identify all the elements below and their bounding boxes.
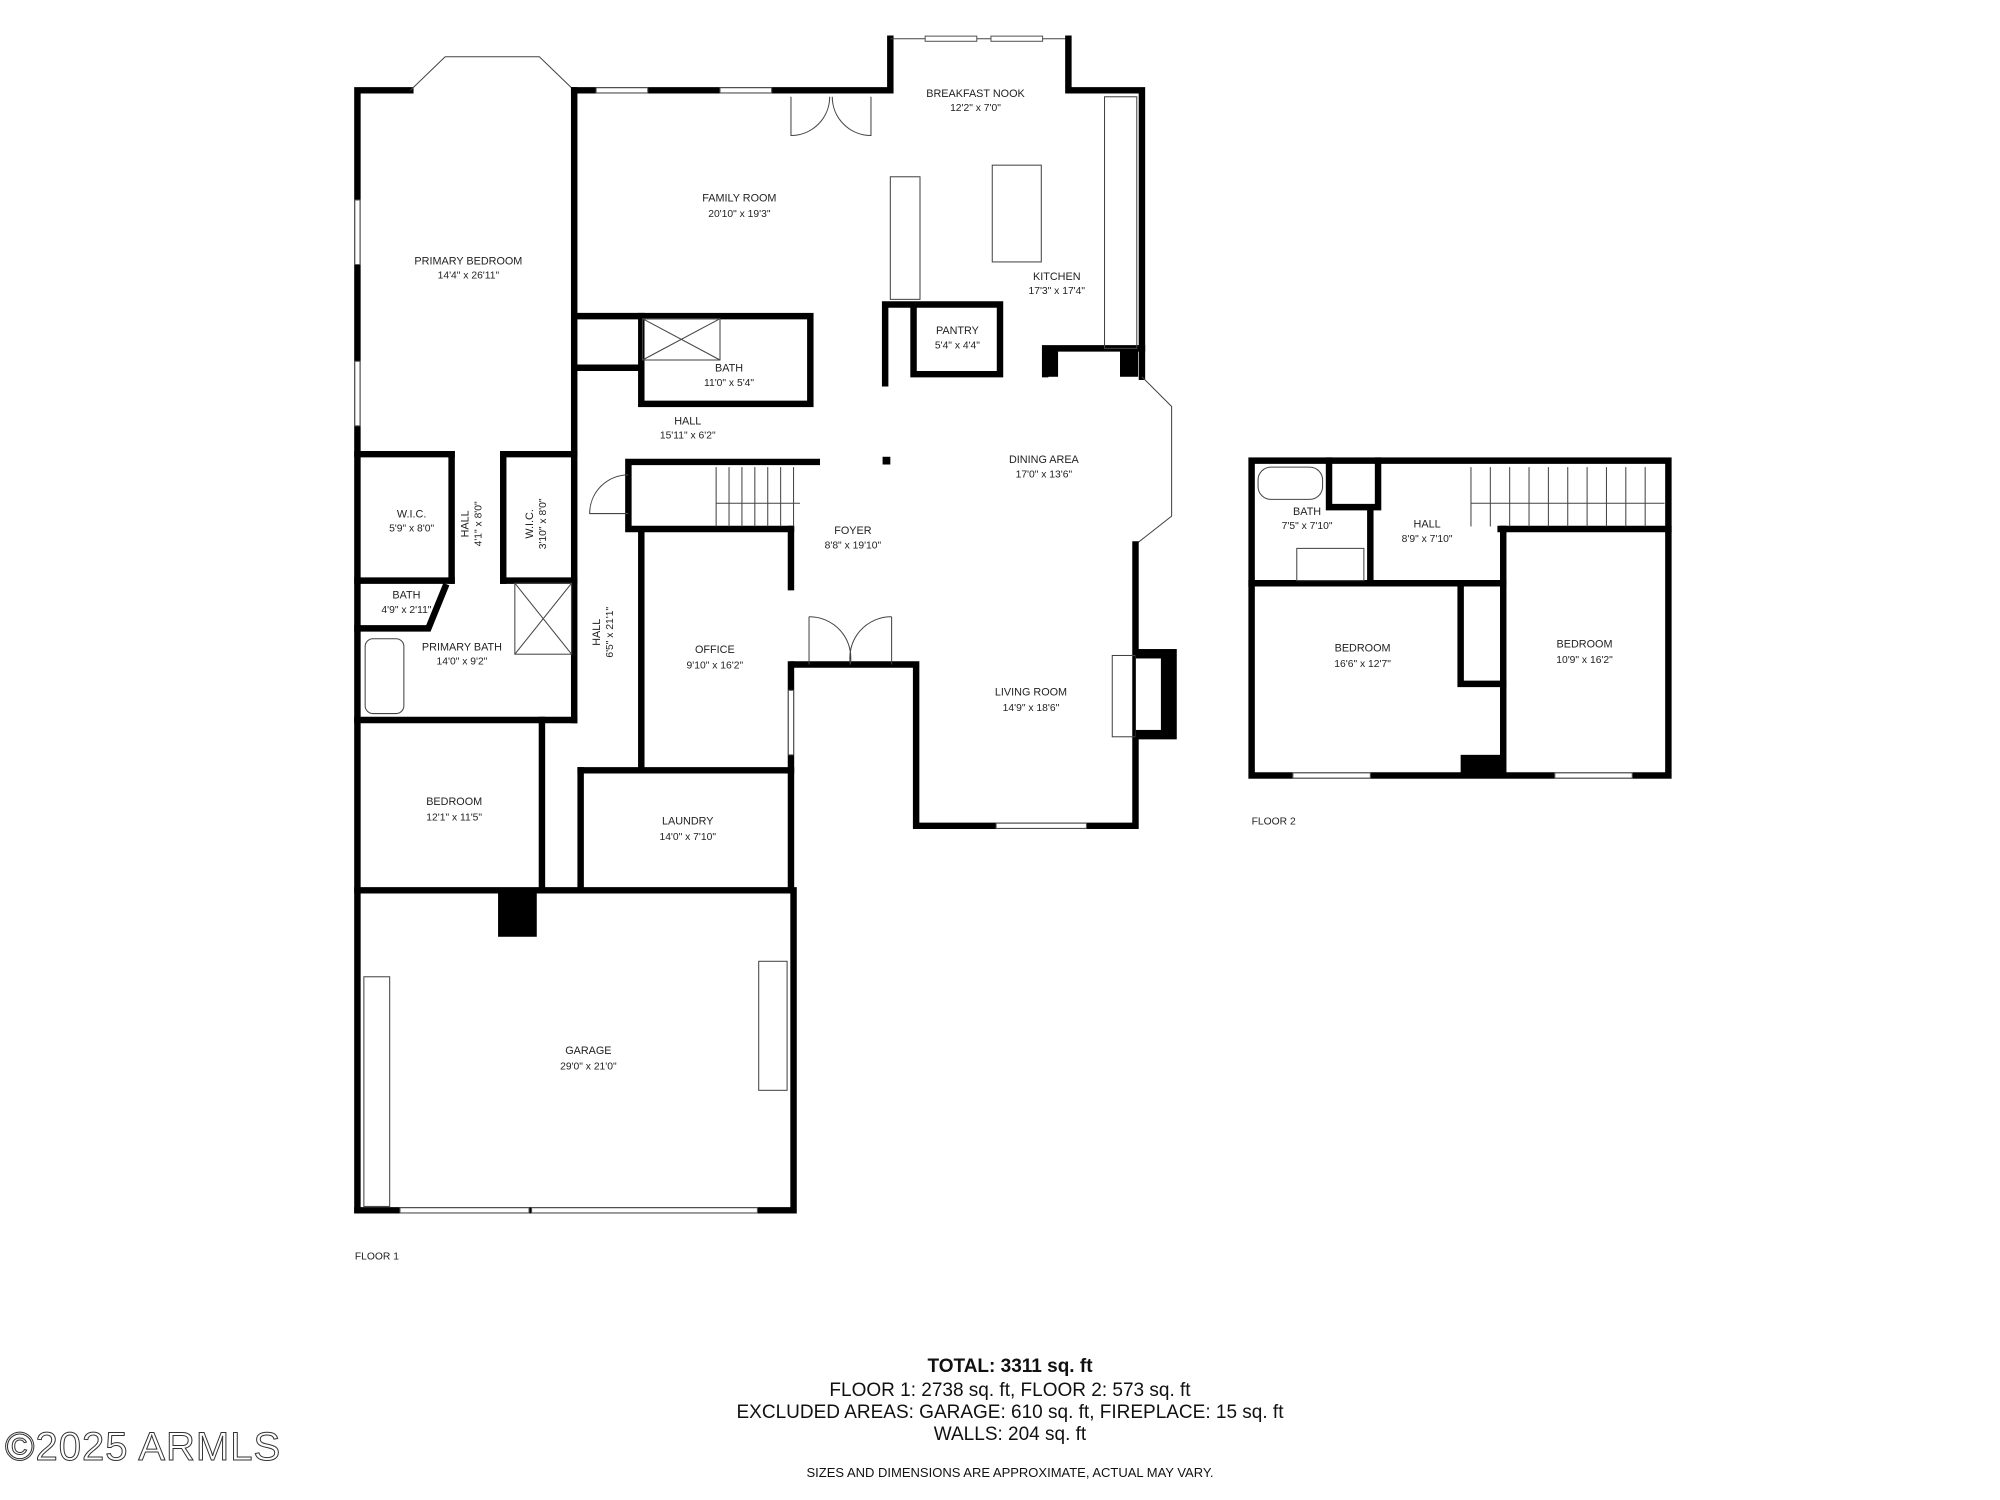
floor-2-label: FLOOR 2 <box>1252 817 1296 828</box>
room-name: BEDROOM <box>1557 639 1613 651</box>
room-labels: BREAKFAST NOOK 12'2" x 7'0" FAMILY ROOM 20… <box>355 88 1613 1263</box>
room-name: DINING AREA <box>1009 454 1080 466</box>
room-name: BREAKFAST NOOK <box>926 88 1025 100</box>
room-name: W.I.C. <box>397 508 426 520</box>
floor-1-walls <box>354 35 1177 1214</box>
room-dims: 10'9" x 16'2" <box>1556 655 1613 666</box>
room-dims: 12'1" x 11'5" <box>426 813 482 824</box>
total-area: TOTAL: 3311 sq. ft <box>927 1356 1093 1377</box>
room-dims: 4'1" x 8'0" <box>473 501 484 546</box>
room-name: FOYER <box>834 525 871 537</box>
room-dims: 14'0" x 7'10" <box>659 832 716 843</box>
room-name: FAMILY ROOM <box>702 192 776 204</box>
room-name: HALL <box>674 416 701 428</box>
watermark: ©2025 ARMLS <box>4 1425 282 1470</box>
room-name: LAUNDRY <box>662 816 714 828</box>
room-dims: 11'0" x 5'4" <box>704 378 754 389</box>
room-dims: 17'0" x 13'6" <box>1016 469 1073 480</box>
room-name: BATH <box>715 363 743 375</box>
room-name: GARAGE <box>565 1045 611 1057</box>
room-name: BATH <box>1293 506 1321 518</box>
floor-2-walls <box>1248 457 1672 779</box>
room-name: HALL <box>591 619 603 646</box>
room-name: PANTRY <box>936 325 979 337</box>
stairs <box>715 467 800 527</box>
room-dims: 3'10" x 8'0" <box>538 498 549 549</box>
room-dims: 14'4" x 26'11" <box>438 271 500 282</box>
room-dims: 7'5" x 7'10" <box>1282 521 1333 532</box>
stairs-floor-2 <box>1470 467 1665 527</box>
room-dims: 29'0" x 21'0" <box>560 1062 617 1073</box>
room-name: LIVING ROOM <box>995 686 1067 698</box>
room-dims: 9'10" x 16'2" <box>687 660 744 671</box>
room-dims: 5'9" x 8'0" <box>389 524 434 535</box>
room-dims: 5'4" x 4'4" <box>935 340 980 351</box>
room-dims: 20'10" x 19'3" <box>708 209 771 220</box>
room-dims: 8'9" x 7'10" <box>1402 534 1453 545</box>
room-name: W.I.C. <box>524 509 536 538</box>
room-name: BEDROOM <box>426 796 482 808</box>
room-name: PRIMARY BEDROOM <box>414 256 522 268</box>
room-name: HALL <box>1414 519 1441 531</box>
room-dims: 8'8" x 19'10" <box>825 540 882 551</box>
room-dims: 14'0" x 9'2" <box>437 657 488 668</box>
room-name: PRIMARY BATH <box>422 641 502 653</box>
room-dims: 4'9" x 2'11" <box>381 605 431 616</box>
excluded-areas: EXCLUDED AREAS: GARAGE: 610 sq. ft, FIRE… <box>736 1402 1284 1423</box>
floor-1-label: FLOOR 1 <box>355 1251 399 1262</box>
room-dims: 16'6" x 12'7" <box>1334 659 1391 670</box>
room-name: OFFICE <box>695 644 735 656</box>
room-name: KITCHEN <box>1033 271 1081 283</box>
room-name: HALL <box>459 510 471 537</box>
room-name: BEDROOM <box>1335 643 1391 655</box>
room-dims: 6'5" x 21'1" <box>605 607 616 658</box>
room-dims: 17'3" x 17'4" <box>1028 286 1085 297</box>
floor-areas: FLOOR 1: 2738 sq. ft, FLOOR 2: 573 sq. f… <box>829 1380 1191 1401</box>
walls-area: WALLS: 204 sq. ft <box>933 1424 1087 1445</box>
disclaimer: SIZES AND DIMENSIONS ARE APPROXIMATE, AC… <box>806 1465 1214 1480</box>
room-dims: 14'9" x 18'6" <box>1003 703 1060 714</box>
room-dims: 15'11" x 6'2" <box>660 431 716 442</box>
room-dims: 12'2" x 7'0" <box>950 103 1001 114</box>
room-name: BATH <box>392 590 420 602</box>
